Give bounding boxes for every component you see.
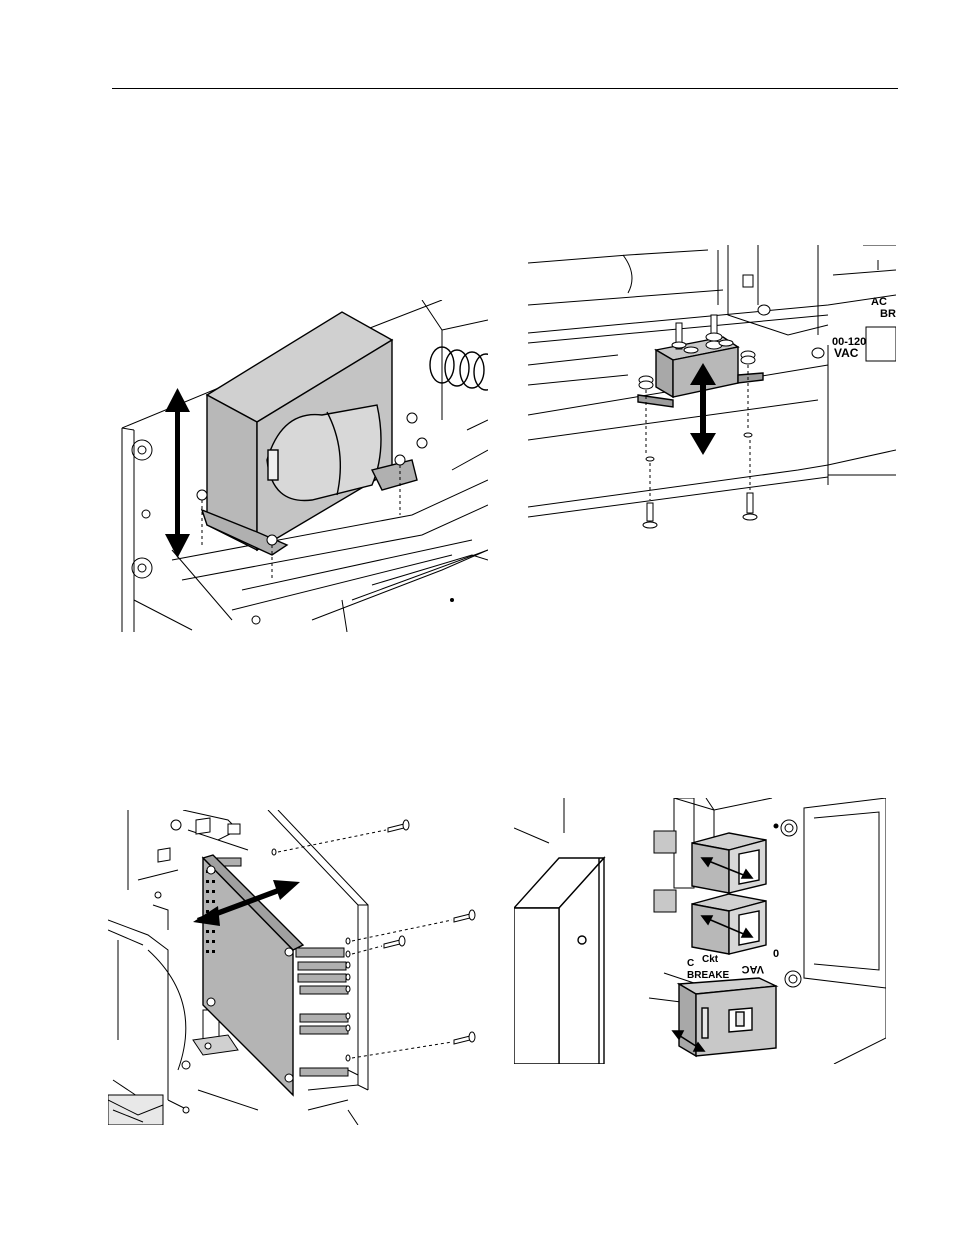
figure-circuit-breaker-removal: AC BR 00-120 VAC	[528, 245, 896, 547]
breaker-label-breaker: BREAKE	[687, 970, 730, 981]
header-rule	[112, 88, 898, 89]
breaker-label-vac: VAC	[742, 963, 764, 975]
figure-switch-removal: C Ckt BREAKE VAC 0	[514, 798, 886, 1064]
ac-label-line2: BR	[880, 308, 896, 320]
figure-circuit-board-removal	[108, 810, 486, 1125]
breaker-label-c: C	[687, 958, 694, 969]
circuit-board-illustration	[108, 810, 486, 1125]
transformer-illustration	[112, 300, 488, 632]
switch-illustration: C Ckt BREAKE VAC 0	[514, 798, 886, 1064]
vac-label-line2: VAC	[834, 346, 859, 360]
circuit-breaker-illustration: AC BR 00-120 VAC	[528, 245, 896, 547]
figure-transformer-removal	[112, 300, 488, 632]
breaker-label-ckt: Ckt	[702, 954, 719, 965]
ac-label-line1: AC	[871, 296, 887, 308]
switch-label-o: 0	[773, 948, 779, 960]
